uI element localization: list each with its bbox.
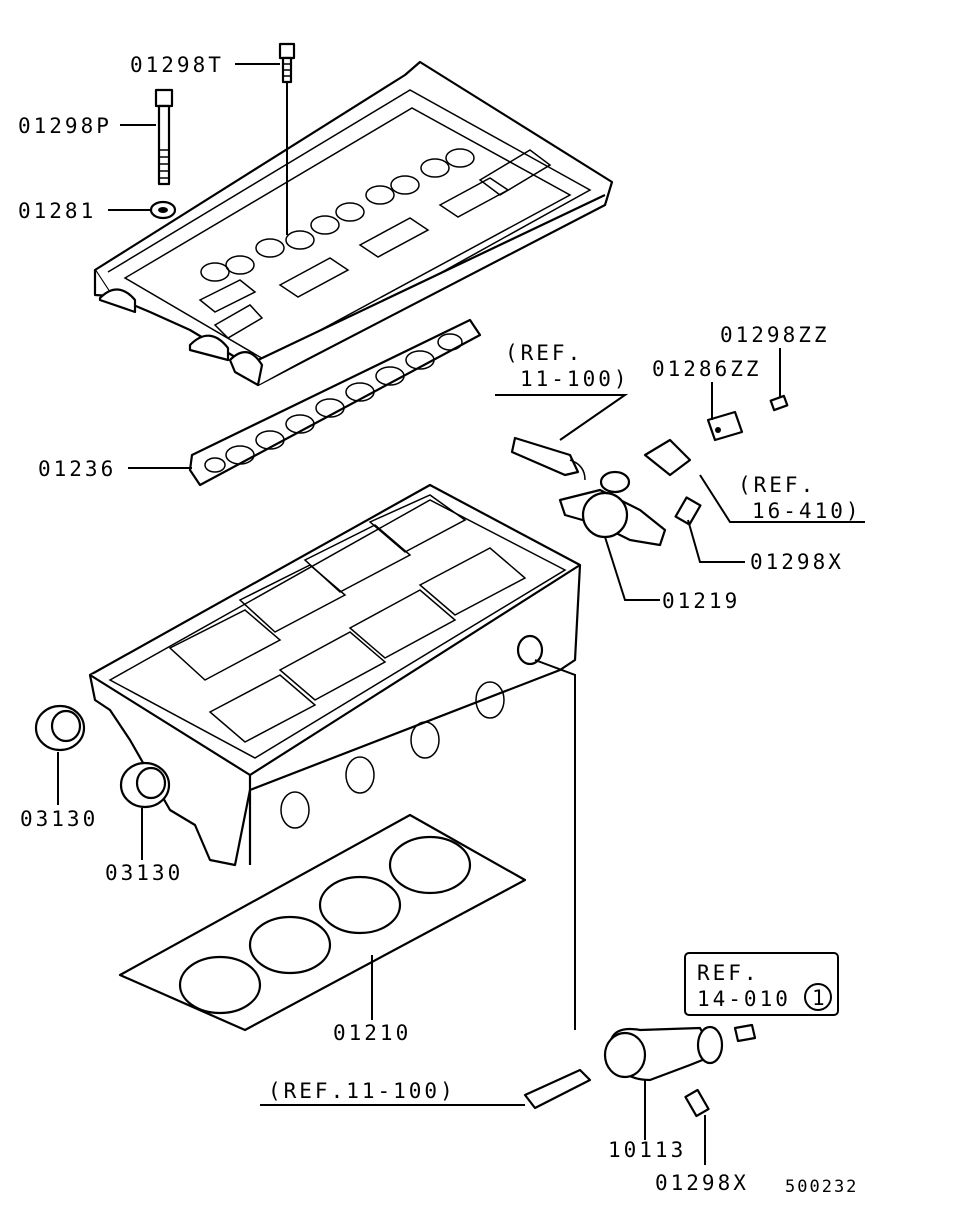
label-ref-11-100-top-a: (REF.: [505, 341, 583, 365]
label-ref-14-010-a: REF.: [697, 961, 760, 985]
sealant-tube-top: [510, 436, 586, 481]
leader-lines: [57, 63, 865, 1165]
washer-01281: [149, 200, 177, 220]
bracket-01286ZZ: [706, 410, 744, 442]
gasket-01236: [188, 318, 482, 487]
label-01286ZZ: 01286ZZ: [652, 357, 762, 381]
label-01298T: 01298T: [130, 53, 224, 77]
head-chambers: [168, 494, 527, 743]
bolt-01298ZZ: [769, 394, 789, 412]
label-ref-14-010-b: 14-010: [697, 987, 791, 1011]
label-01298X-upper: 01298X: [750, 550, 844, 574]
ref-14-010-box: [684, 952, 839, 1016]
cover-openings: [198, 148, 552, 339]
valve-cover: [93, 60, 614, 387]
sensor-housing-01219: [558, 438, 692, 547]
cylinder-head: [88, 483, 582, 867]
label-01298X-lower: 01298X: [655, 1171, 749, 1195]
water-outlet-10113: [603, 1023, 757, 1082]
oil-seal-03130-b: [119, 761, 171, 809]
label-03130-a: 03130: [20, 807, 98, 831]
bolt-01298P: [154, 88, 174, 186]
head-side-ports: [280, 634, 544, 829]
sealant-tube-bottom: [523, 1068, 592, 1110]
label-ref-11-100-top-b: 11-100): [520, 367, 630, 391]
label-01298ZZ: 01298ZZ: [720, 323, 830, 347]
head-gasket-01210: [118, 813, 527, 1032]
label-ref-11-100-bottom: (REF.11-100): [268, 1079, 456, 1103]
label-03130-b: 03130: [105, 861, 183, 885]
label-10113: 10113: [608, 1138, 686, 1162]
label-ref-16-410-a: (REF.: [738, 473, 816, 497]
label-01219: 01219: [662, 589, 740, 613]
label-01236: 01236: [38, 457, 116, 481]
label-01281: 01281: [18, 199, 96, 223]
label-01210: 01210: [333, 1021, 411, 1045]
label-ref-16-410-b: 16-410): [752, 499, 862, 523]
bolt-01298T: [278, 42, 296, 84]
bolt-01298X-lower: [684, 1088, 710, 1118]
bolt-01298X-upper: [674, 496, 702, 526]
label-01298P: 01298P: [18, 114, 112, 138]
diagram-id: 500232: [785, 1177, 858, 1197]
oil-seal-03130-a: [34, 704, 86, 752]
label-ref-14-010-circle: 1: [812, 986, 828, 1010]
